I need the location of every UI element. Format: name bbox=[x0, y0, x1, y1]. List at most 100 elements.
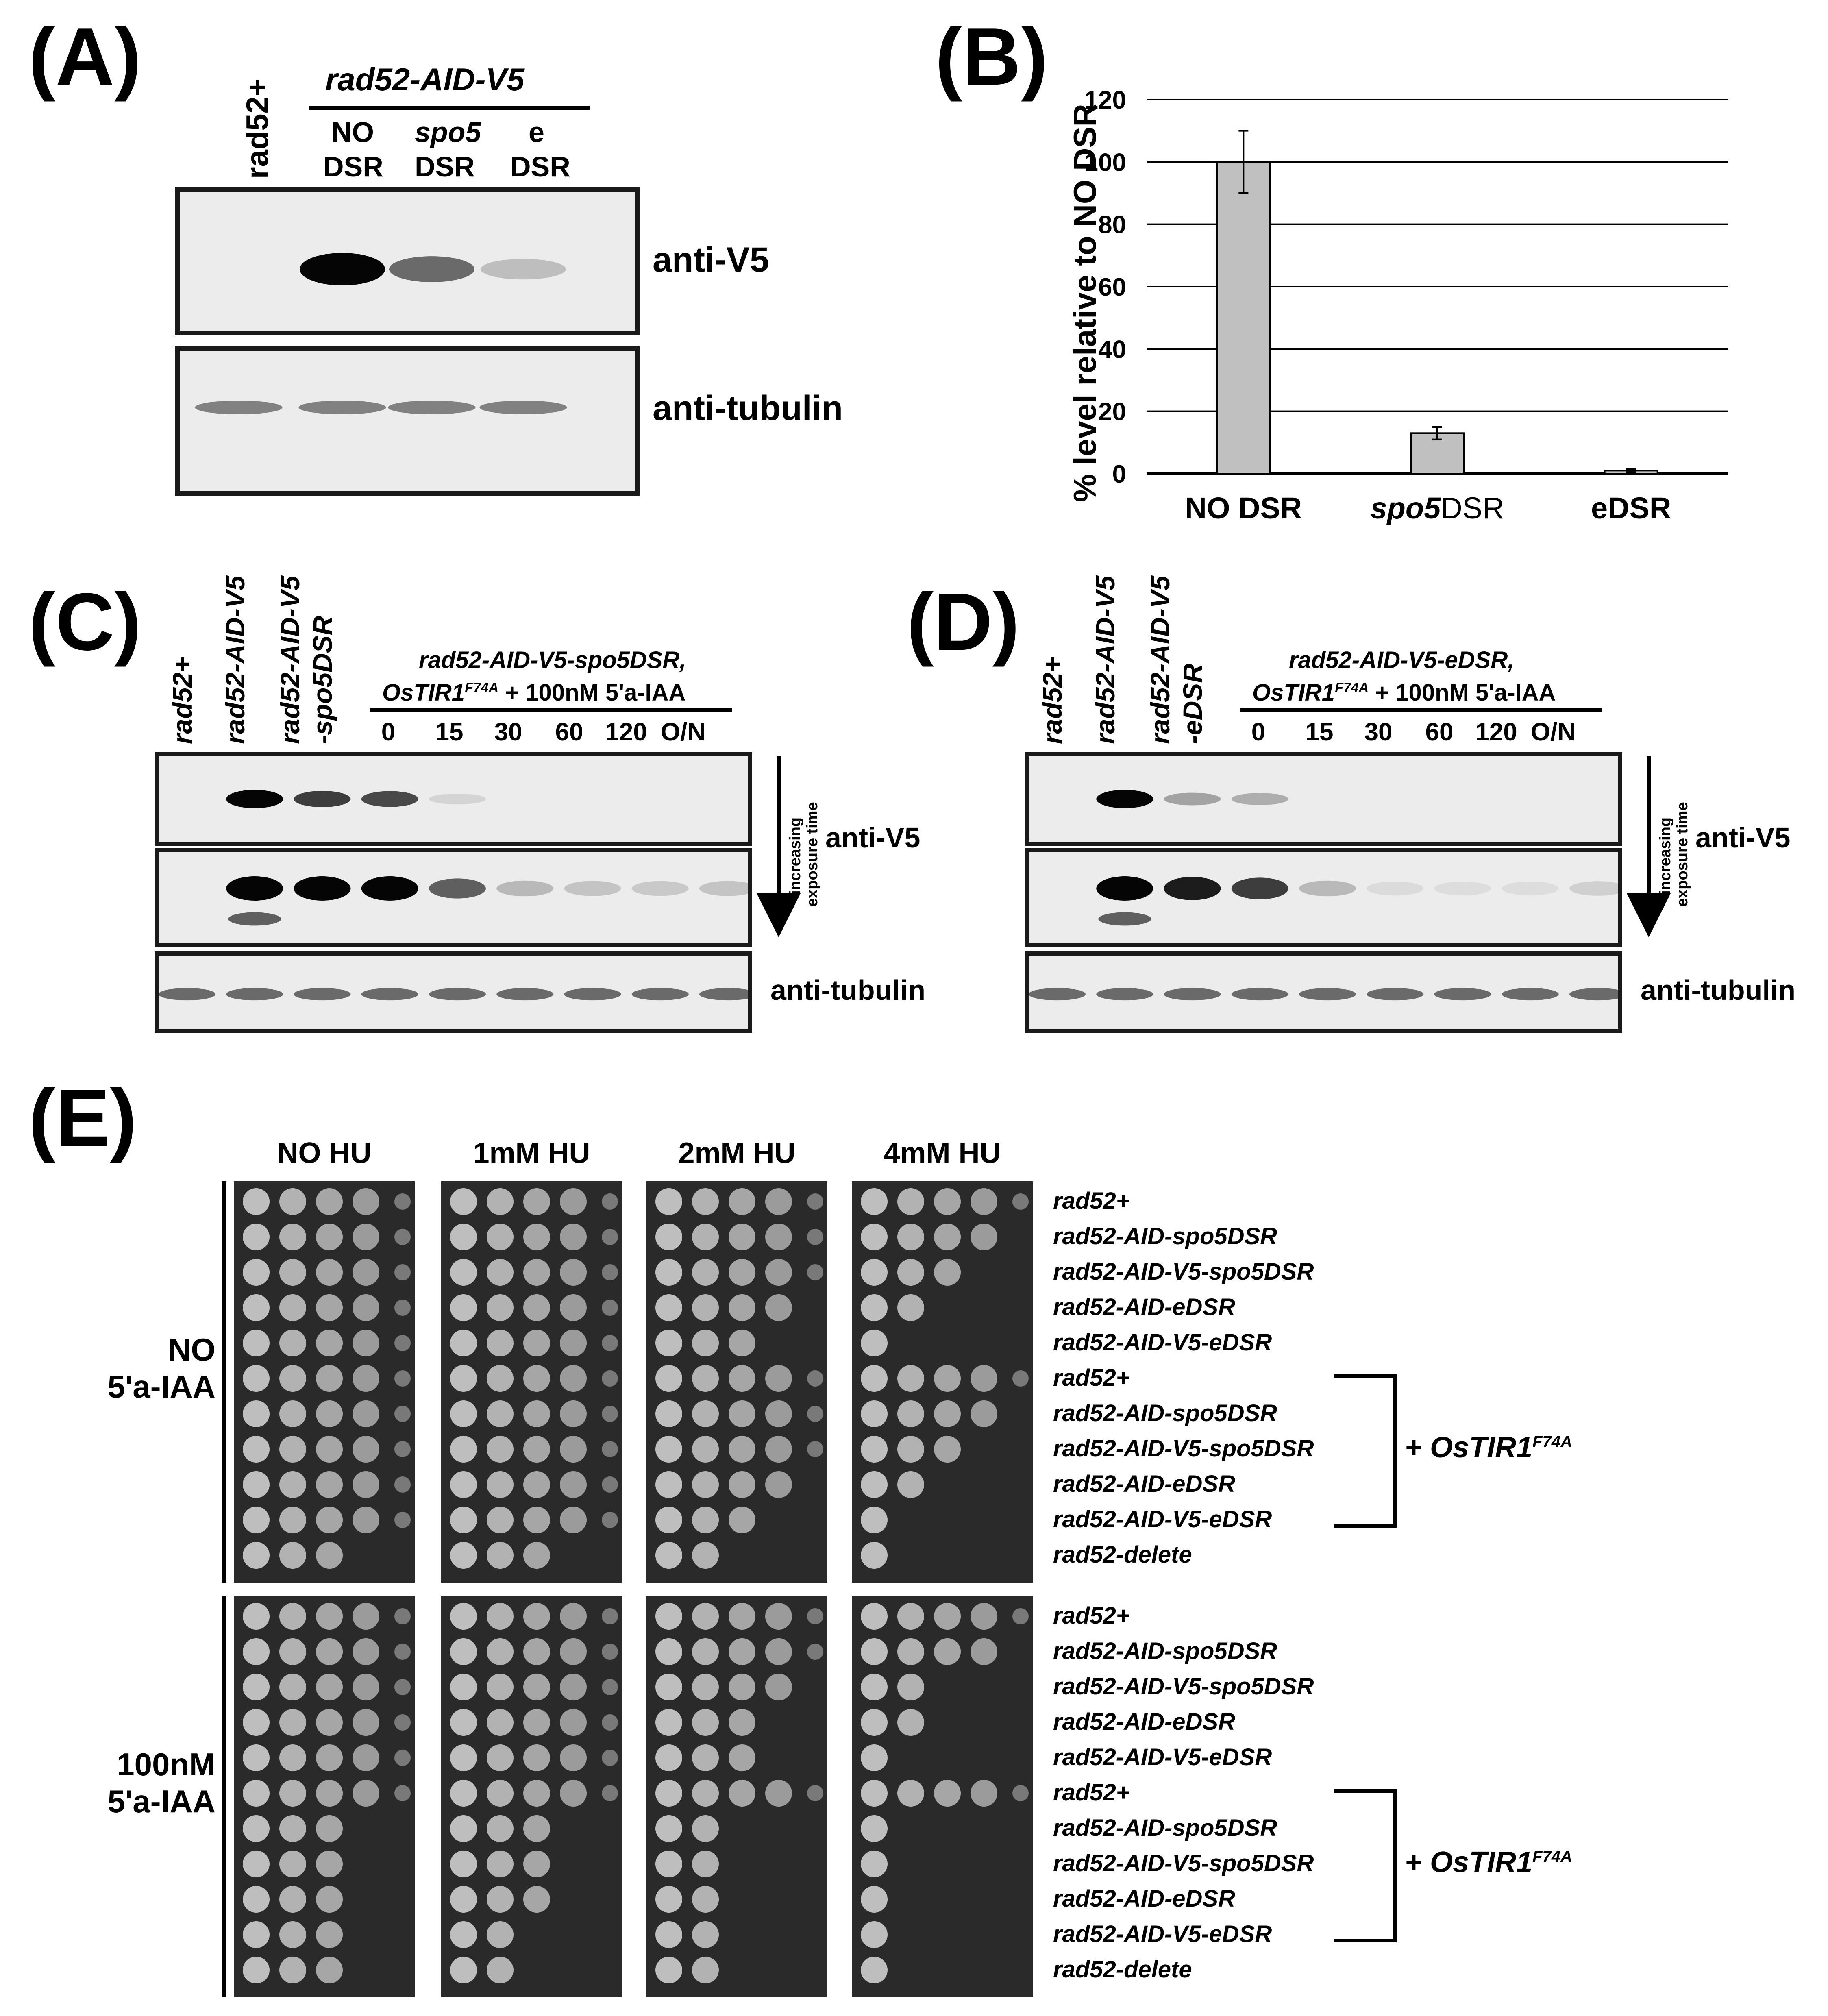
colony-spot bbox=[279, 1674, 306, 1700]
tubulin-band bbox=[479, 401, 567, 414]
panel-a-lane-1-bottom: DSR bbox=[323, 151, 383, 183]
colony-spot bbox=[807, 1229, 823, 1245]
colony-spot bbox=[560, 1294, 587, 1321]
spot-plate bbox=[234, 1596, 415, 1997]
colony-spot bbox=[729, 1259, 755, 1286]
colony-spot bbox=[807, 1785, 823, 1801]
colony-spot bbox=[765, 1400, 792, 1427]
strain-label: rad52-AID-V5-eDSR bbox=[1053, 1506, 1272, 1533]
colony-spot bbox=[729, 1638, 755, 1665]
colony-spot bbox=[765, 1436, 792, 1463]
colony-spot bbox=[729, 1294, 755, 1321]
colony-spot bbox=[861, 1294, 888, 1321]
panel-d-timepoint: 0 bbox=[1251, 718, 1266, 746]
panel-d-lane-label: rad52+ bbox=[1037, 657, 1067, 744]
strain-label: rad52-AID-spo5DSR bbox=[1053, 1223, 1277, 1250]
colony-spot bbox=[861, 1259, 888, 1286]
colony-spot bbox=[243, 1259, 270, 1286]
colony-spot bbox=[243, 1471, 270, 1498]
colony-spot bbox=[316, 1744, 343, 1771]
colony-spot bbox=[523, 1436, 550, 1463]
colony-spot bbox=[353, 1400, 379, 1427]
spot-plate bbox=[234, 1181, 415, 1583]
panel-d-treatment-line1: rad52-AID-V5-eDSR, bbox=[1289, 647, 1515, 673]
v5-band bbox=[631, 881, 689, 896]
colony-spot bbox=[279, 1921, 306, 1948]
colony-spot bbox=[450, 1436, 477, 1463]
colony-spot bbox=[934, 1365, 961, 1392]
tir-bracket-top bbox=[1334, 1374, 1397, 1378]
panel-d-exposure-text-1: increasing bbox=[1657, 817, 1674, 895]
colony-spot bbox=[523, 1603, 550, 1630]
colony-spot bbox=[861, 1188, 888, 1215]
colony-spot bbox=[655, 1365, 682, 1392]
colony-spot bbox=[655, 1815, 682, 1842]
colony-spot bbox=[560, 1507, 587, 1533]
colony-spot bbox=[450, 1224, 477, 1250]
y-tick-label: 20 bbox=[1098, 398, 1126, 426]
panel-c-tubulin-label: anti-tubulin bbox=[770, 974, 926, 1006]
condition-label: 4mM HU bbox=[884, 1137, 1001, 1169]
colony-spot bbox=[450, 1709, 477, 1736]
panel-a-group-label: rad52-AID-V5 bbox=[325, 61, 524, 97]
tubulin-band bbox=[699, 988, 748, 1001]
colony-spot bbox=[765, 1471, 792, 1498]
colony-spot bbox=[450, 1674, 477, 1700]
colony-spot bbox=[602, 1714, 618, 1731]
v5-band bbox=[496, 880, 554, 897]
colony-spot bbox=[692, 1224, 719, 1250]
colony-spot bbox=[523, 1886, 550, 1913]
colony-spot bbox=[394, 1300, 411, 1316]
colony-spot bbox=[353, 1224, 379, 1250]
colony-spot bbox=[316, 1436, 343, 1463]
colony-spot bbox=[560, 1780, 587, 1807]
panel-d-timepoint: 30 bbox=[1364, 718, 1393, 746]
panel-d-lane-label: rad52-AID-V5 bbox=[1090, 575, 1120, 744]
panel-c-treatment-line1: rad52-AID-V5-spo5DSR, bbox=[419, 647, 686, 673]
colony-spot bbox=[450, 1744, 477, 1771]
colony-spot bbox=[729, 1224, 755, 1250]
colony-spot bbox=[450, 1780, 477, 1807]
colony-spot bbox=[692, 1507, 719, 1533]
colony-spot bbox=[897, 1400, 924, 1427]
colony-spot bbox=[394, 1714, 411, 1731]
panel-d-tubulin-label: anti-tubulin bbox=[1641, 974, 1796, 1006]
panel-d-timepoint: O/N bbox=[1530, 718, 1576, 746]
colony-spot bbox=[897, 1603, 924, 1630]
spot-plate bbox=[646, 1596, 827, 1997]
colony-spot bbox=[279, 1851, 306, 1877]
colony-spot bbox=[692, 1188, 719, 1215]
colony-spot bbox=[655, 1224, 682, 1250]
colony-spot bbox=[394, 1264, 411, 1280]
strain-label: rad52-AID-spo5DSR bbox=[1053, 1400, 1277, 1426]
colony-spot bbox=[729, 1674, 755, 1700]
v5-band bbox=[1098, 912, 1151, 926]
colony-spot bbox=[765, 1188, 792, 1215]
colony-spot bbox=[523, 1188, 550, 1215]
colony-spot bbox=[971, 1603, 997, 1630]
tubulin-band bbox=[1569, 988, 1618, 1001]
colony-spot bbox=[394, 1229, 411, 1245]
colony-spot bbox=[316, 1471, 343, 1498]
panel-c-v5-label: anti-V5 bbox=[825, 822, 921, 853]
colony-spot bbox=[560, 1603, 587, 1630]
condition-label: 2mM HU bbox=[678, 1137, 796, 1169]
colony-spot bbox=[279, 1638, 306, 1665]
colony-spot bbox=[353, 1188, 379, 1215]
colony-spot bbox=[692, 1744, 719, 1771]
colony-spot bbox=[523, 1365, 550, 1392]
colony-spot bbox=[602, 1370, 618, 1387]
colony-spot bbox=[487, 1507, 514, 1533]
colony-spot bbox=[487, 1603, 514, 1630]
strain-label: rad52-AID-V5-eDSR bbox=[1053, 1329, 1272, 1356]
colony-spot bbox=[971, 1188, 997, 1215]
panel-c-lane-label: -spo5DSR bbox=[307, 616, 337, 744]
panel-c-lane-label: rad52-AID-V5 bbox=[220, 575, 250, 744]
colony-spot bbox=[394, 1335, 411, 1351]
colony-spot bbox=[861, 1224, 888, 1250]
tubulin-band bbox=[361, 988, 418, 1001]
v5-band bbox=[699, 881, 748, 896]
colony-spot bbox=[729, 1709, 755, 1736]
panel-c-timepoint: 15 bbox=[435, 718, 464, 746]
strain-label: rad52-delete bbox=[1053, 1541, 1192, 1568]
